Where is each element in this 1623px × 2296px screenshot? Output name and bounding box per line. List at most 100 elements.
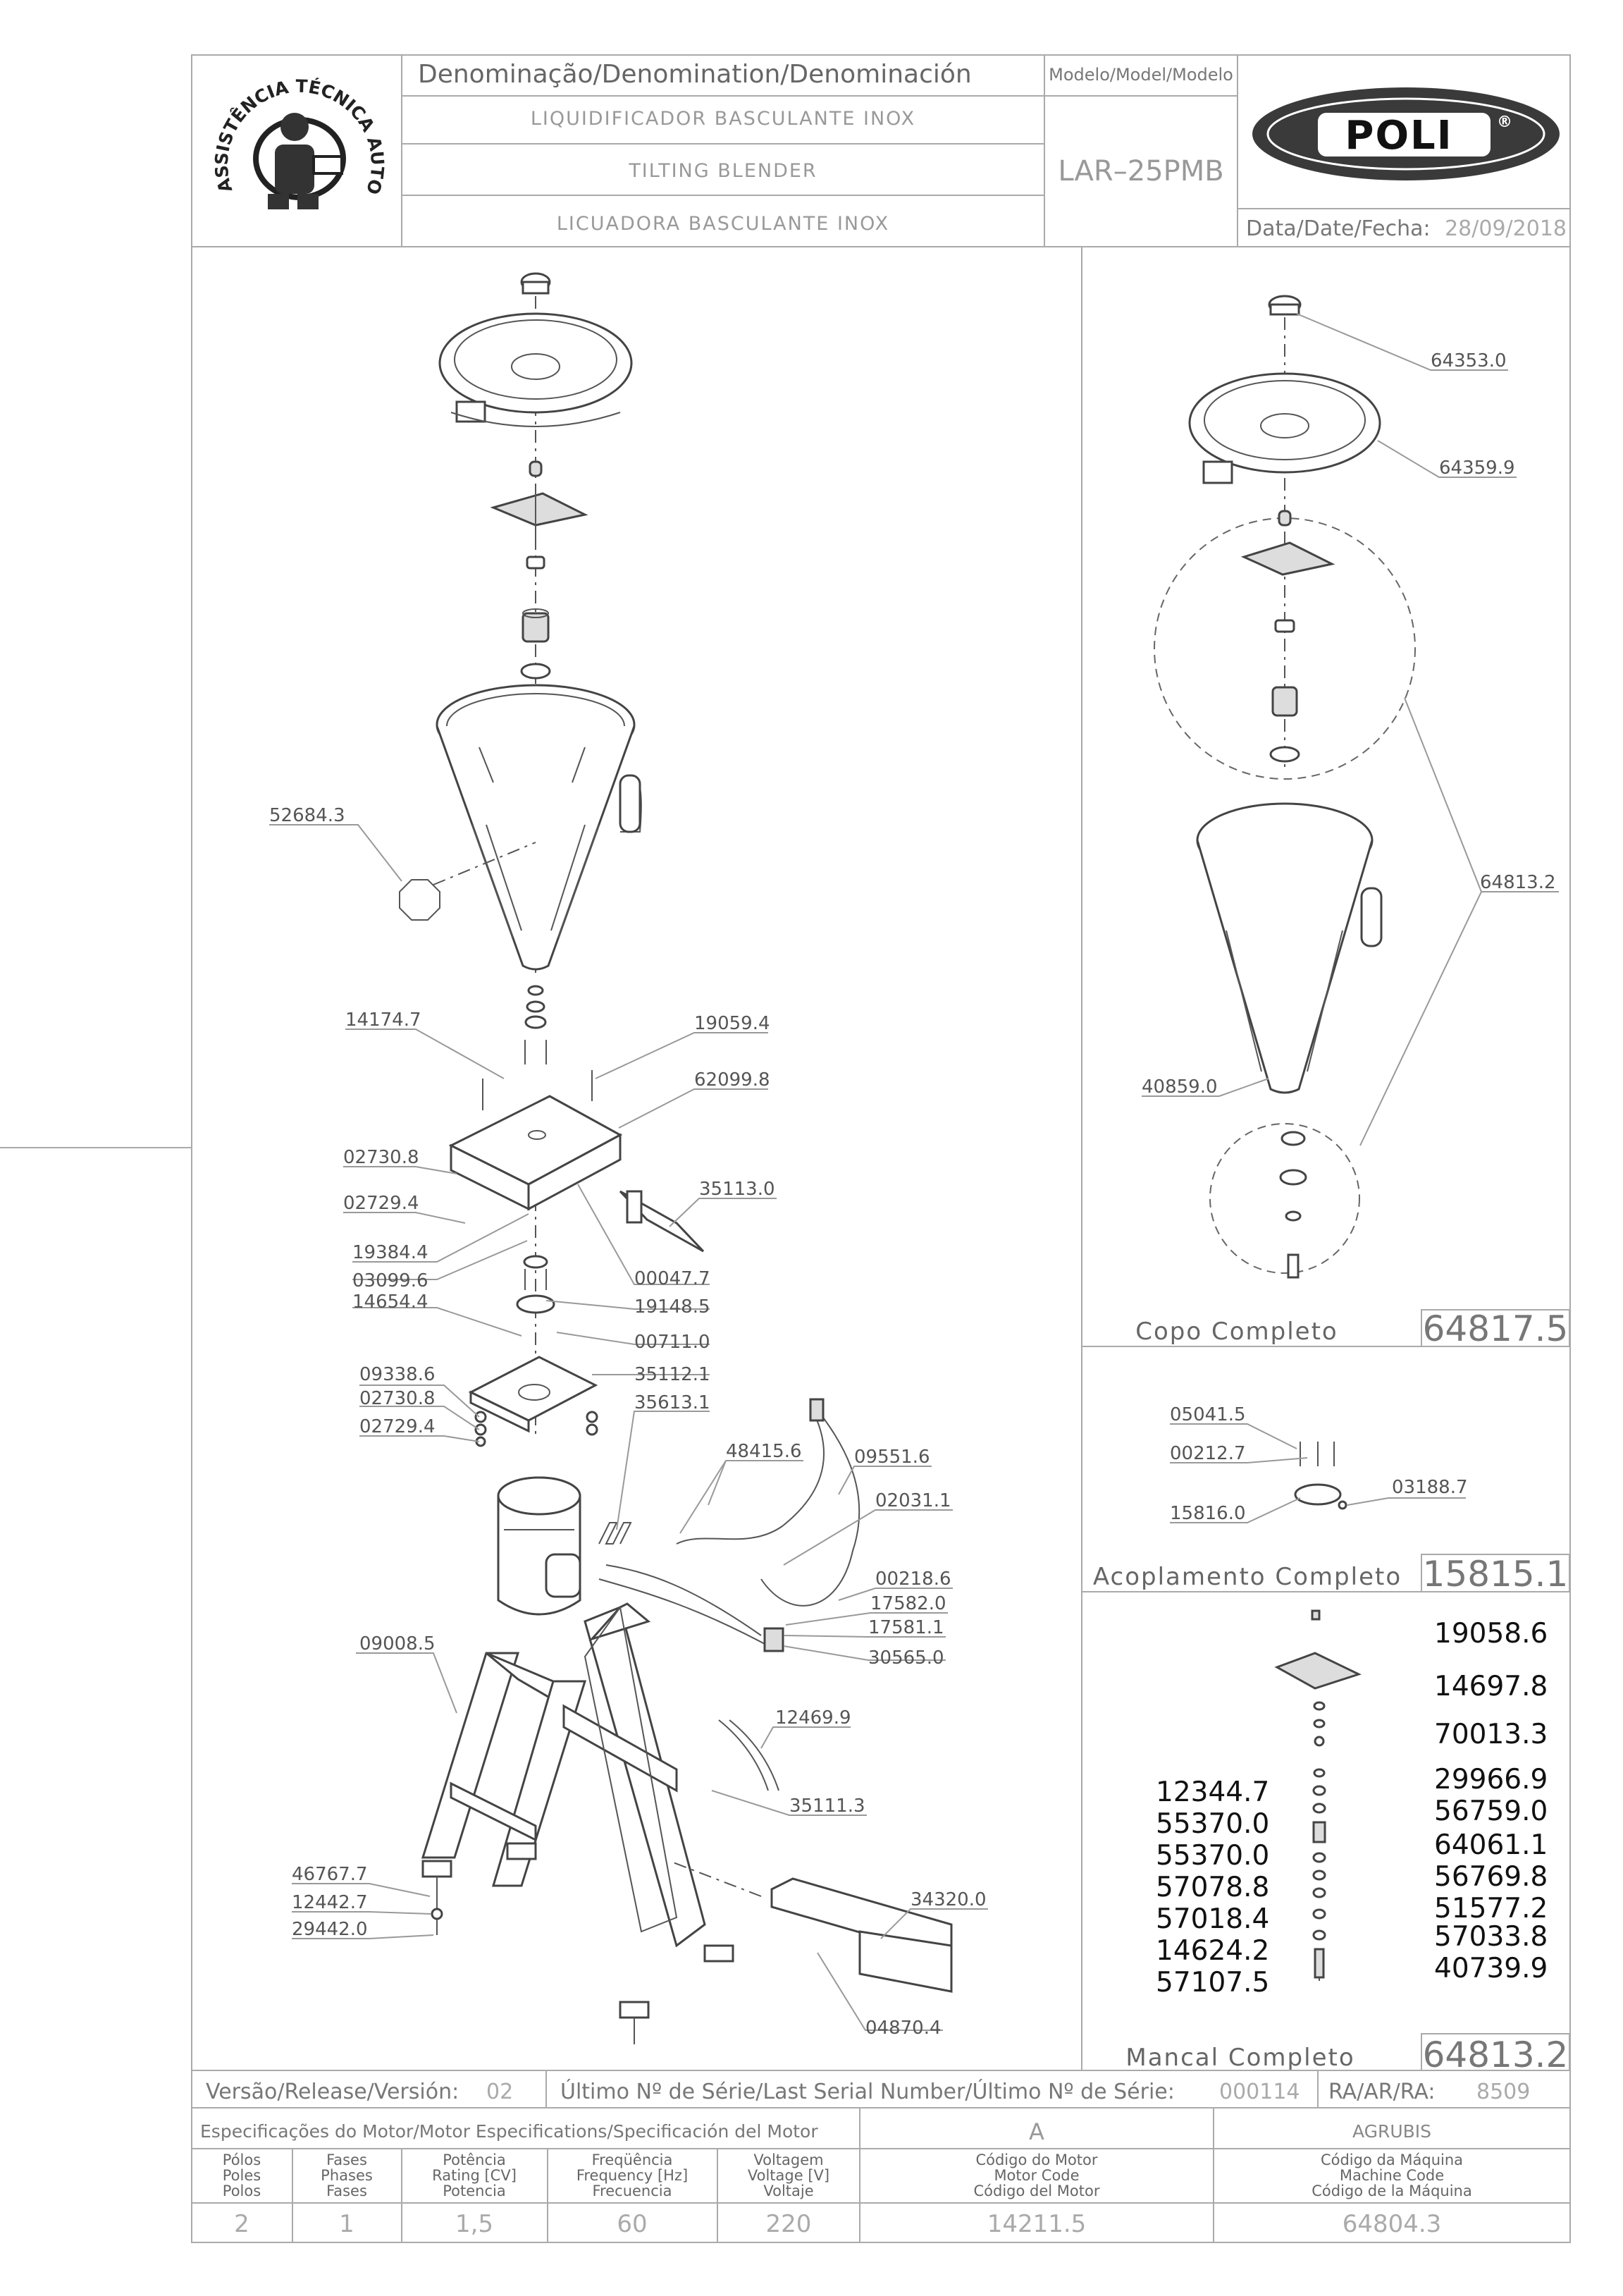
bracket-part [619,1190,705,1253]
version-value: 02 [486,2080,513,2104]
part-label: 04870.4 [865,2018,942,2039]
mancal-left-code: 57078.8 [1156,1872,1269,1903]
value-voltage: 220 [766,2210,812,2238]
screws-part [482,1040,593,1110]
col-machine-code-l3: Código de la Máquina [1312,2183,1471,2199]
registered-mark: ® [1497,113,1512,131]
col-rating-l2: Rating [CV] [432,2167,517,2184]
part-label: 02730.8 [343,1147,419,1168]
acoplamento-part-label: 00212.7 [1170,1443,1246,1464]
mancal-right-code: 51577.2 [1434,1893,1548,1924]
authorized-service-stamp: ASSISTÊNCIA TÉCNICA AUTORIZADA [0,0,388,209]
date-value: 28/09/2018 [1445,216,1567,241]
col-poles-l3: Polos [223,2183,261,2199]
mancal-right-code: 19058.6 [1434,1618,1548,1650]
col-phases-l2: Phases [321,2167,373,2184]
col-frequency-l2: Frequency [Hz] [576,2167,688,2184]
part-label: 00218.6 [875,1568,951,1590]
col-voltage-l1: Voltagem [753,2151,823,2168]
mancal-left-code: 55370.0 [1156,1840,1269,1872]
title-block: ASSISTÊNCIA TÉCNICA AUTORIZADA Denominaç… [0,0,1570,247]
version-label: Versão/Release/Versión: [206,2080,459,2104]
mancal-left-code: 55370.0 [1156,1808,1269,1840]
stand-frame-part [421,1602,734,2044]
acoplamento-part-label: 03188.7 [1392,1477,1468,1498]
acoplamento-part-label: 15816.0 [1170,1503,1246,1524]
part-label: 09008.5 [359,1633,436,1655]
mancal-right-code: 56759.0 [1434,1795,1548,1827]
part-label: 14174.7 [345,1009,421,1031]
part-label: 02729.4 [343,1193,419,1214]
part-label: 52684.3 [269,805,345,826]
mancal-right-code: 14697.8 [1434,1671,1548,1702]
part-label: 62099.8 [694,1069,770,1091]
part-label: 35111.3 [789,1795,865,1817]
part-label: 00711.0 [634,1332,710,1353]
footer-block: Versão/Release/Versión: 02 Último Nº de … [192,2070,1570,2242]
part-label: 14654.4 [352,1291,428,1313]
product-name-pt: LIQUIDIFICADOR BASCULANTE INOX [531,108,915,130]
main-exploded-view: 52684.3 14174.7 19059.4 62099.8 02730.8 … [269,272,988,2044]
part-label: 03099.6 [352,1270,428,1291]
mancal-right-code: 64061.1 [1434,1829,1548,1861]
col-rating-l3: Potencia [443,2183,505,2199]
copo-part-label: 64813.2 [1480,872,1556,893]
value-phases: 1 [339,2210,354,2238]
part-label: 29442.0 [292,1919,368,1940]
part-label: 17582.0 [870,1593,946,1614]
part-label: 35113.0 [699,1179,775,1200]
mancal-completo-view: 12344.7 55370.0 55370.0 57078.8 57018.4 … [1125,1609,1570,2075]
acoplamento-part-label: 05041.5 [1170,1404,1246,1425]
col-machine-code-l1: Código da Máquina [1321,2151,1463,2168]
value-machine-code: 64804.3 [1343,2210,1442,2238]
model-label: Modelo/Model/Modelo [1049,65,1233,85]
product-name-es: LICUADORA BASCULANTE INOX [557,213,889,235]
copo-completo-view: 64353.0 64359.9 64813.2 40859.0 Copo Com… [1135,295,1570,1349]
value-motor-code: 14211.5 [987,2210,1087,2238]
copo-completo-code: 64817.5 [1423,1308,1569,1349]
mancal-completo-title: Mancal Completo [1125,2044,1354,2072]
col-motor-code-l2: Motor Code [994,2167,1079,2184]
lid-knob-part [520,272,551,295]
mancal-left-code: 57107.5 [1156,1967,1269,1999]
mancal-right-code: 57033.8 [1434,1921,1548,1953]
technician-figure-icon [268,113,343,209]
col-frequency-l1: Freqüência [592,2151,673,2168]
octagon-marker-icon [399,879,440,921]
cup-part [436,684,642,971]
col-poles-l2: Poles [223,2167,261,2184]
value-frequency: 60 [617,2210,647,2238]
main-part-labels: 52684.3 14174.7 19059.4 62099.8 02730.8 … [269,805,987,2039]
value-poles: 2 [234,2210,249,2238]
model-number: LAR–25PMB [1058,155,1223,188]
serial-label: Último Nº de Série/Last Serial Number/Úl… [560,2078,1175,2104]
motor-spec-label: Especificações do Motor/Motor Especifica… [200,2121,818,2142]
bearing-part [522,608,550,643]
part-label: 19384.4 [352,1242,428,1263]
ra-label: RA/AR/RA: [1328,2080,1435,2104]
part-label: 09551.6 [854,1447,930,1468]
product-name-en: TILTING BLENDER [628,160,817,182]
leader-lines [269,824,988,2031]
part-label: 48415.6 [726,1441,802,1462]
sheet-border [191,54,1571,2243]
part-label: 02729.4 [359,1416,436,1437]
copo-part-label: 40859.0 [1142,1076,1218,1098]
part-label: 46767.7 [292,1864,368,1885]
poli-logo: POLI ® [1252,87,1560,180]
motor-base-plate-part [468,1356,598,1433]
mancal-right-code: 56769.8 [1434,1861,1548,1893]
acoplamento-completo-code: 15815.1 [1423,1554,1569,1595]
motor-grade: A [1029,2118,1044,2145]
mancal-left-code: 14624.2 [1156,1935,1269,1967]
col-rating-l1: Potência [443,2151,505,2168]
mancal-left-code: 57018.4 [1156,1903,1269,1935]
part-label: 19059.4 [694,1013,770,1034]
rubber-foot-part [718,1719,769,1791]
part-label: 35613.1 [634,1392,710,1413]
mancal-right-code: 40739.9 [1434,1953,1548,1984]
acoplamento-completo-title: Acoplamento Completo [1093,1563,1402,1591]
date-label: Data/Date/Fecha: [1246,216,1431,241]
power-cable-part [598,1398,860,1652]
